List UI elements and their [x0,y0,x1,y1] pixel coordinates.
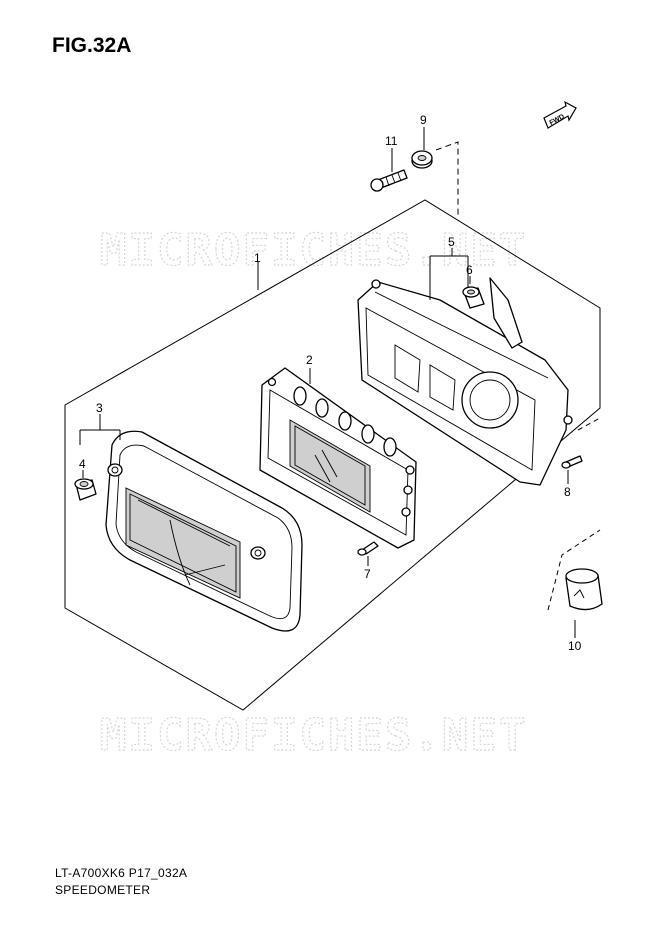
callout-8: 8 [564,485,571,499]
callout-4: 4 [79,457,86,471]
assembly-name: SPEEDOMETER [55,883,151,897]
watermark-top: MICROFICHES.NET [100,225,527,276]
rear-case-part-5 [357,277,573,486]
bolt-part-11 [370,169,408,192]
assembly-outline [64,199,601,711]
callout-10: 10 [568,639,582,653]
model-code: LT-A700XK6 P17_032A [55,866,188,880]
screw-part-8 [561,455,583,469]
fwd-arrow-icon: FWD [543,100,577,129]
callout-6: 6 [466,263,473,277]
figure-title: FIG.32A [52,34,132,57]
screw-part-7 [357,541,379,556]
bulb-socket-part-10 [565,568,603,611]
grommet-part-4 [74,478,97,501]
callout-5: 5 [448,235,455,249]
bezel-part-3 [105,430,303,632]
cushion-part-6 [462,286,485,309]
callout-11: 11 [385,134,398,148]
meter-unit-part-2 [259,367,417,549]
washer-part-9 [411,150,433,169]
callout-3: 3 [96,401,103,415]
callout-9: 9 [420,113,427,127]
callout-1: 1 [254,251,261,265]
callout-2: 2 [306,353,313,367]
leader-lines [79,127,601,638]
callout-7: 7 [364,567,371,581]
watermark-bottom: MICROFICHES.NET [100,710,527,761]
